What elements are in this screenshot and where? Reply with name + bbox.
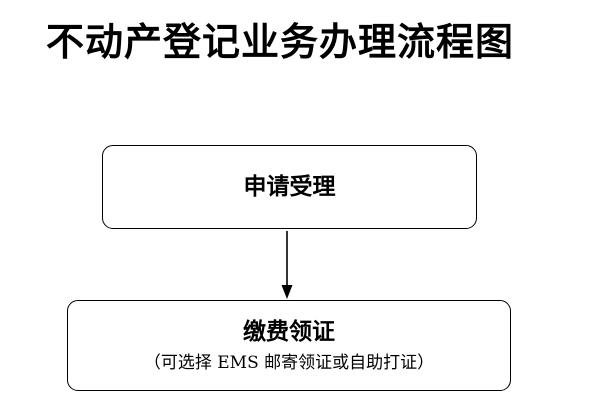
flow-step-pay-collect: 缴费领证 （可选择 EMS 邮寄领证或自助打证） <box>67 300 511 391</box>
flow-step-apply: 申请受理 <box>102 145 477 229</box>
flow-step-apply-label: 申请受理 <box>243 174 336 200</box>
flow-arrowhead-icon <box>281 285 293 299</box>
page-title: 不动产登记业务办理流程图 <box>46 20 515 64</box>
flow-step-pay-collect-note: （可选择 EMS 邮寄领证或自助打证） <box>143 352 435 373</box>
flow-step-pay-collect-label: 缴费领证 <box>243 318 335 345</box>
